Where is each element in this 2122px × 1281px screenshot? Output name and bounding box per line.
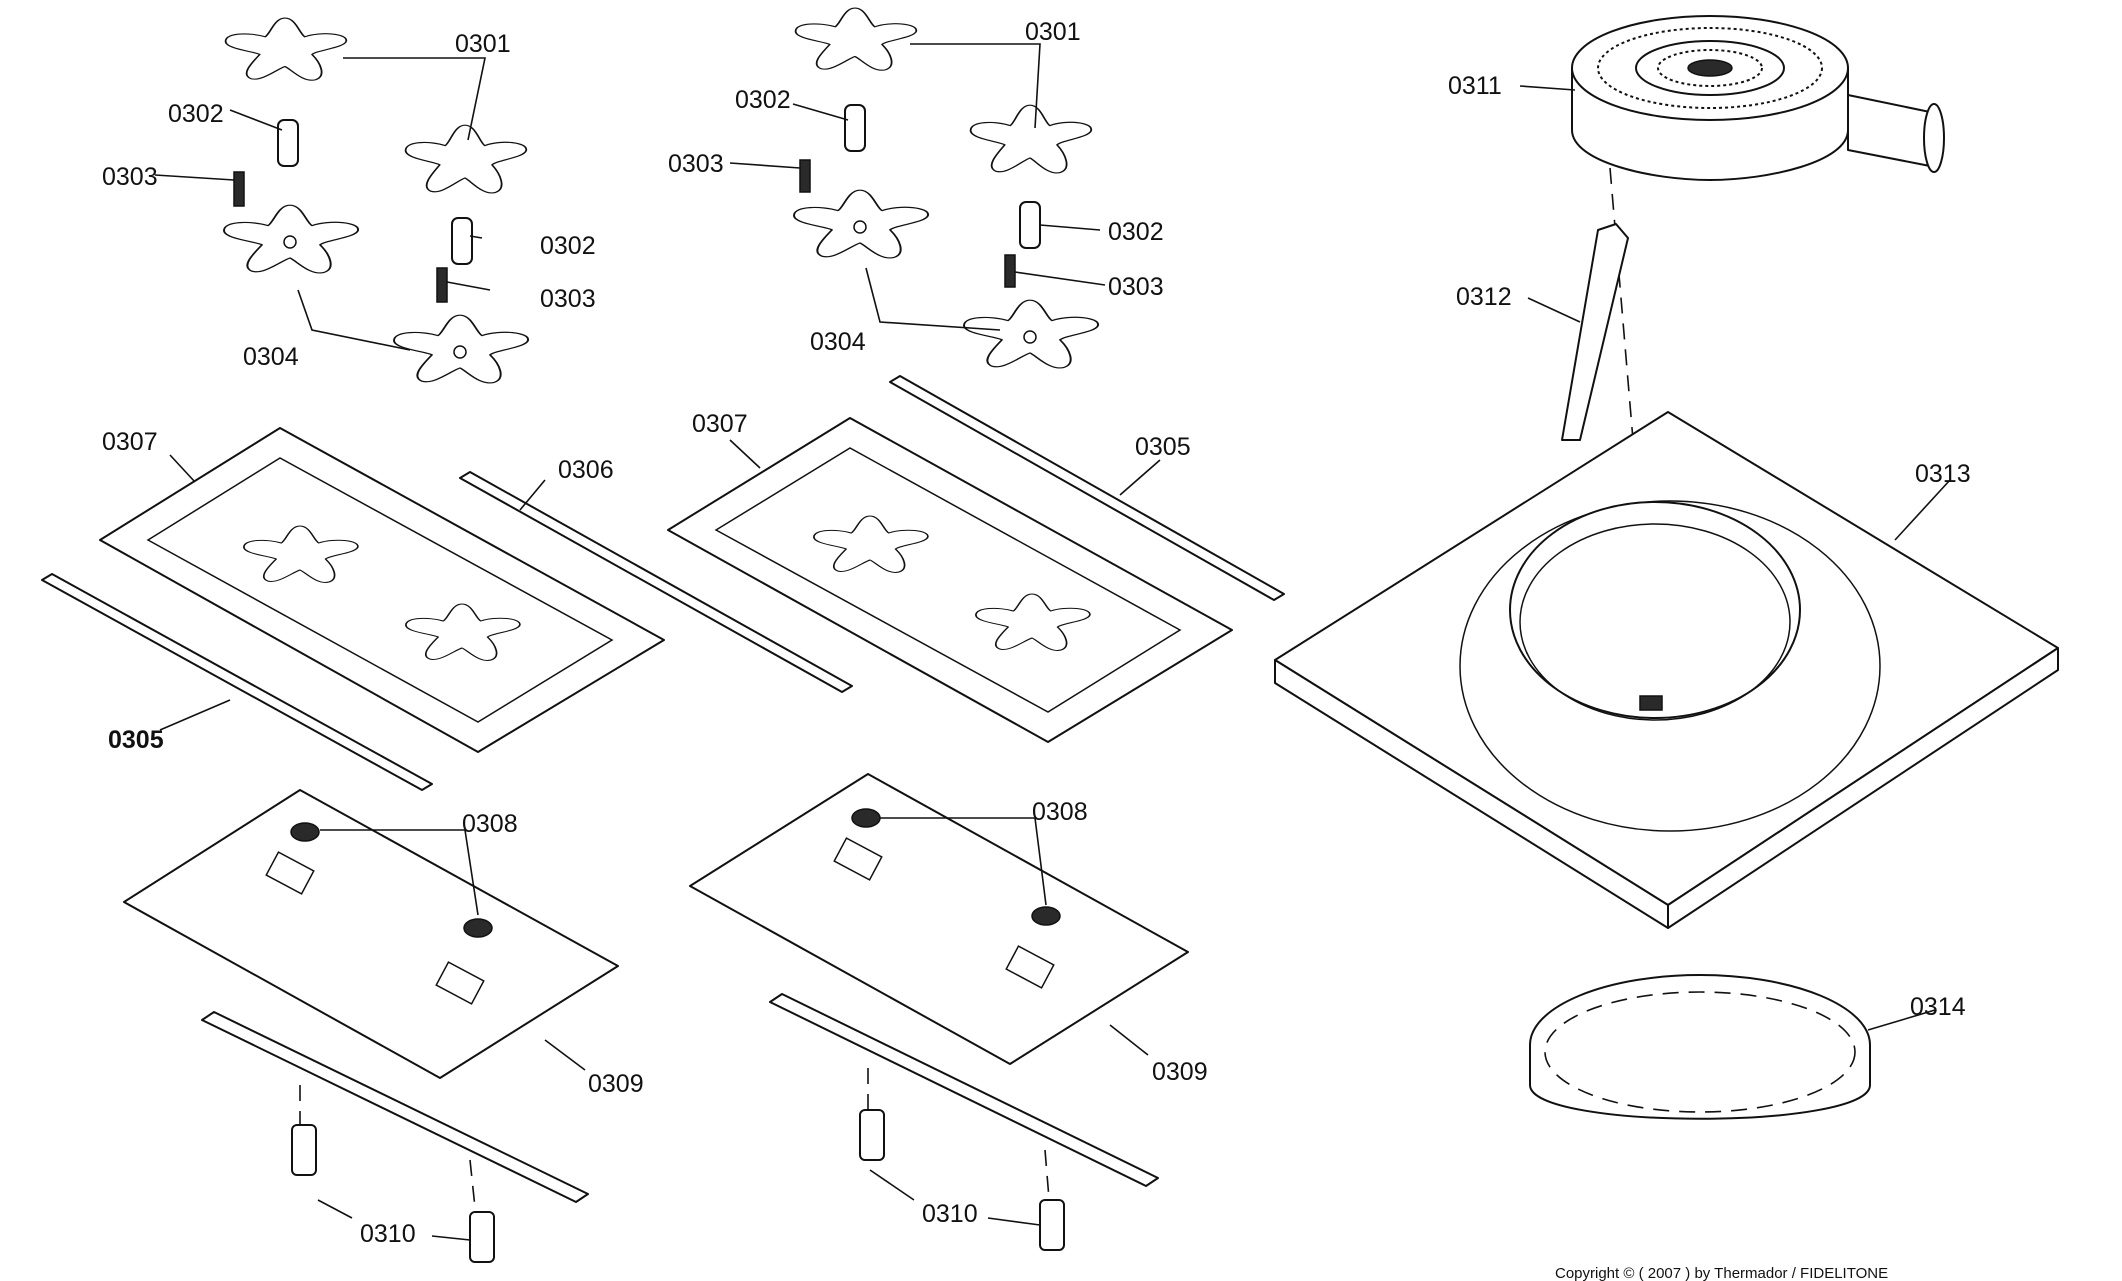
label-0302: 0302 <box>168 100 224 128</box>
grommet-part <box>851 808 1061 926</box>
mounting-plate-part <box>689 773 1189 1065</box>
burner-ring-part <box>1529 974 1871 1120</box>
copyright-notice: Copyright © ( 2007 ) by Thermador / FIDE… <box>1555 1265 1888 1281</box>
nozzle-part <box>277 119 473 265</box>
screw-part <box>799 159 1016 288</box>
side-rail-part <box>459 471 853 693</box>
label-0311: 0311 <box>1448 72 1502 100</box>
label-0309: 0309 <box>1152 1058 1208 1086</box>
ring-burner-part <box>1571 15 1945 181</box>
label-0304: 0304 <box>243 343 299 371</box>
valve-bracket-part <box>769 993 1159 1187</box>
screw-part <box>233 171 448 303</box>
label-0302: 0302 <box>1108 218 1164 246</box>
guide-line <box>1044 1149 1053 1236</box>
label-0308: 0308 <box>1032 798 1088 826</box>
burner-head-part <box>793 189 1100 369</box>
middle-burner-group <box>667 7 1285 1251</box>
burner-pan-part <box>667 417 1233 743</box>
grommet-part <box>290 822 493 938</box>
label-0309: 0309 <box>588 1070 644 1098</box>
label-0313: 0313 <box>1915 460 1971 488</box>
label-0310: 0310 <box>922 1200 978 1228</box>
label-0306: 0306 <box>558 456 614 484</box>
label-0312: 0312 <box>1456 283 1512 311</box>
valve-part <box>291 1124 495 1263</box>
igniter-strip-part <box>1561 223 1629 441</box>
label-0302: 0302 <box>735 86 791 114</box>
valve-bracket-part <box>201 1011 589 1203</box>
label-0301: 0301 <box>1025 18 1081 46</box>
label-0303: 0303 <box>540 285 596 313</box>
drip-tray-part <box>1274 411 2059 929</box>
part-labels: 0301 0302 0303 0302 0303 0304 0307 0306 … <box>102 18 1971 1281</box>
label-0301: 0301 <box>455 30 511 58</box>
label-0308: 0308 <box>462 810 518 838</box>
label-0305: 0305 <box>108 726 164 754</box>
label-0304: 0304 <box>810 328 866 356</box>
side-rail-part <box>41 573 433 791</box>
burner-head-part <box>223 204 530 384</box>
left-burner-group <box>41 17 853 1263</box>
label-0303: 0303 <box>1108 273 1164 301</box>
label-0302: 0302 <box>540 232 596 260</box>
leader-lines <box>154 43 1951 1241</box>
right-burner-group <box>1274 15 2059 1120</box>
label-0303: 0303 <box>102 163 158 191</box>
label-0303: 0303 <box>668 150 724 178</box>
side-rail-part <box>889 375 1285 601</box>
label-0307: 0307 <box>102 428 158 456</box>
burner-pan-part <box>99 427 665 753</box>
mounting-plate-part <box>123 789 619 1079</box>
label-0307: 0307 <box>692 410 748 438</box>
label-0305: 0305 <box>1135 433 1191 461</box>
label-0314: 0314 <box>1910 993 1966 1021</box>
label-0310: 0310 <box>360 1220 416 1248</box>
